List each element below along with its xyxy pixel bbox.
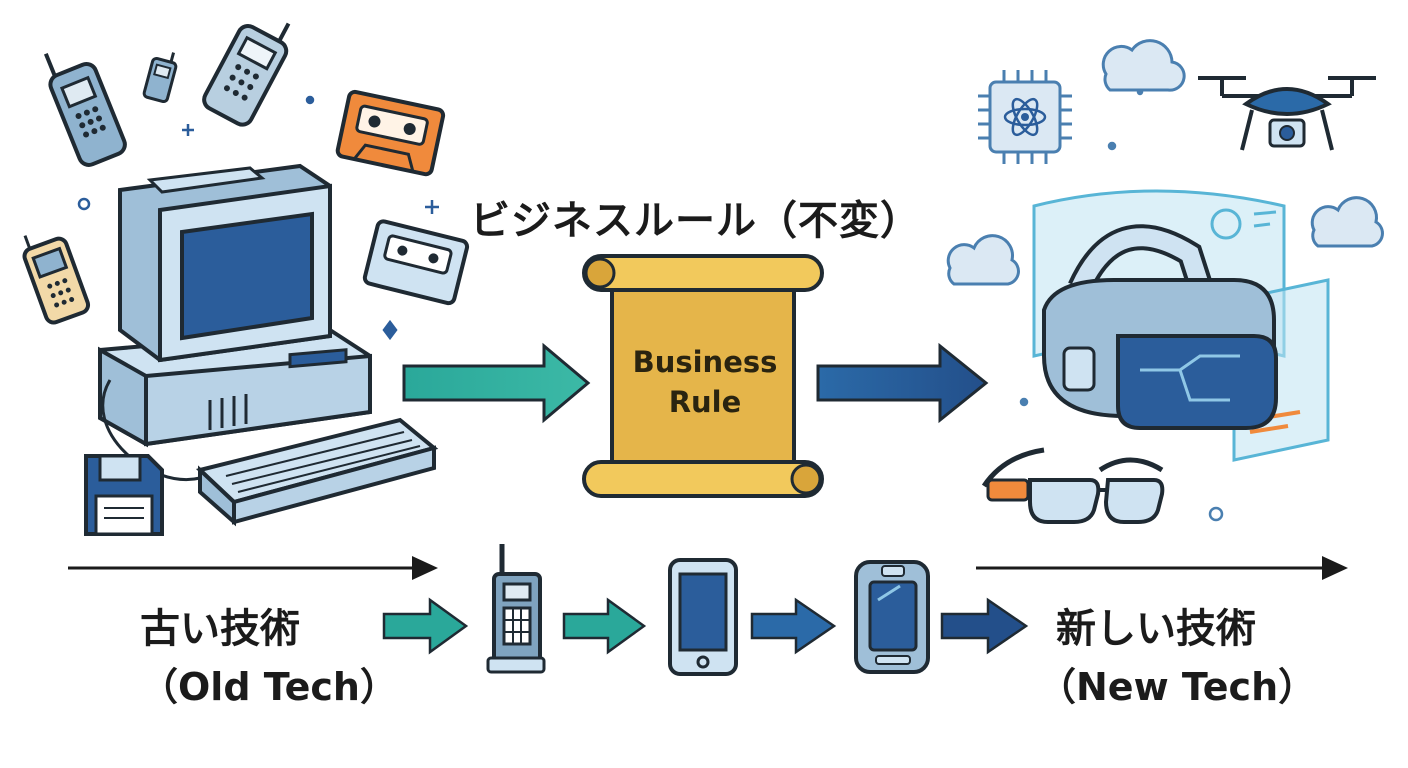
new-tech-label: 新しい技術 (1056, 606, 1256, 652)
arrow-from-rule (816, 342, 989, 424)
scroll-label-line1: Business (632, 345, 778, 379)
progress-arrow-3 (750, 597, 837, 655)
progress-arrow-4 (940, 597, 1029, 655)
new-tech-sublabel: （New Tech） (1038, 665, 1317, 709)
progress-arrow-2 (562, 597, 647, 655)
cloud-icon (946, 234, 1020, 286)
brick-phone-icon (486, 544, 546, 674)
timeline-arrow-right (976, 556, 1348, 580)
cassette-tape-icon (335, 89, 446, 177)
scroll-label: Business Rule (600, 342, 810, 422)
cordless-phone-icon (202, 22, 291, 127)
diagram-title: ビジネスルール（不変） (470, 198, 921, 244)
smartphone-icon (668, 558, 738, 676)
scroll-icon (582, 254, 824, 498)
smart-glasses-icon (981, 447, 1165, 524)
vr-headset-icon (1042, 224, 1278, 430)
old-tech-sublabel: （Old Tech） (140, 665, 398, 709)
cordless-phone-icon (43, 52, 127, 167)
keyboard-icon (101, 379, 439, 527)
mini-phone-icon (142, 52, 178, 104)
old-tech-label: 古い技術 (140, 606, 300, 652)
sparkle-icon (77, 95, 439, 341)
timeline-arrow-left (68, 556, 438, 580)
floppy-disk-icon (84, 454, 164, 536)
rugged-device-icon (854, 560, 930, 674)
drone-icon (1198, 76, 1376, 151)
cloud-icon (1310, 196, 1384, 248)
scroll-label-line2: Rule (668, 385, 742, 419)
cassette-tape-icon (362, 219, 470, 306)
progress-arrow-1 (382, 597, 469, 655)
cloud-icon (1101, 39, 1186, 92)
arrow-to-rule (402, 342, 591, 424)
sparkle-icon (1019, 88, 1224, 522)
crt-computer-icon (98, 163, 372, 448)
chip-icon (978, 70, 1072, 164)
feature-phone-icon (22, 235, 91, 325)
